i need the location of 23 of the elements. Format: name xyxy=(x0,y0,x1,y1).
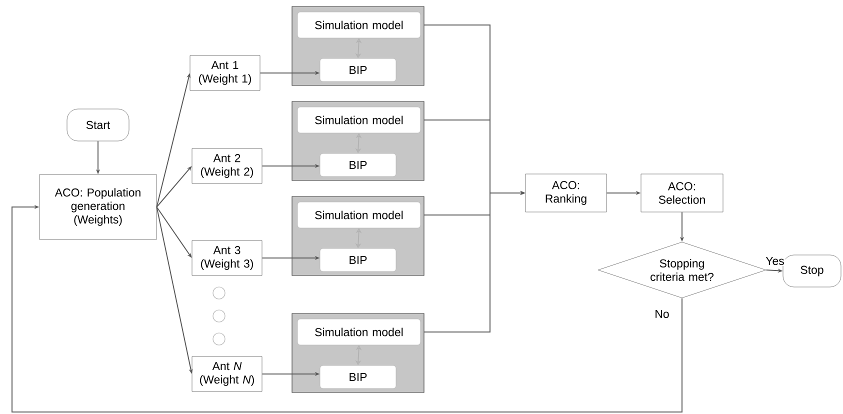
process-box: Ant N (Weight N) xyxy=(192,356,262,392)
process-box: BIP xyxy=(320,365,396,389)
picture-circle xyxy=(212,310,226,322)
process-box: Simulation model xyxy=(297,202,421,228)
process-box: ACO: Selection xyxy=(640,174,724,212)
edge-label: No xyxy=(654,308,670,319)
process-box: Ant 1 (Weight 1) xyxy=(190,55,260,91)
arrow xyxy=(12,204,682,412)
process-box: BIP xyxy=(320,153,396,177)
process-box: Simulation model xyxy=(297,12,421,38)
picture-circle xyxy=(212,332,226,346)
process-box: BIP xyxy=(320,58,396,82)
terminal-box: Start xyxy=(66,108,130,142)
process-box: BIP xyxy=(320,248,396,272)
process-box: Simulation model xyxy=(297,106,421,134)
process-box: Simulation model xyxy=(297,318,421,346)
picture-circle xyxy=(212,286,226,300)
process-box: Ant 2 (Weight 2) xyxy=(192,148,262,184)
edge-label: Yes xyxy=(764,256,786,266)
process-box: ACO: Ranking xyxy=(525,174,607,212)
process-box: ACO: Population generation (Weights) xyxy=(39,174,157,240)
process-box: Ant 3 (Weight 3) xyxy=(192,240,262,276)
terminal-box: Stop xyxy=(782,254,842,288)
